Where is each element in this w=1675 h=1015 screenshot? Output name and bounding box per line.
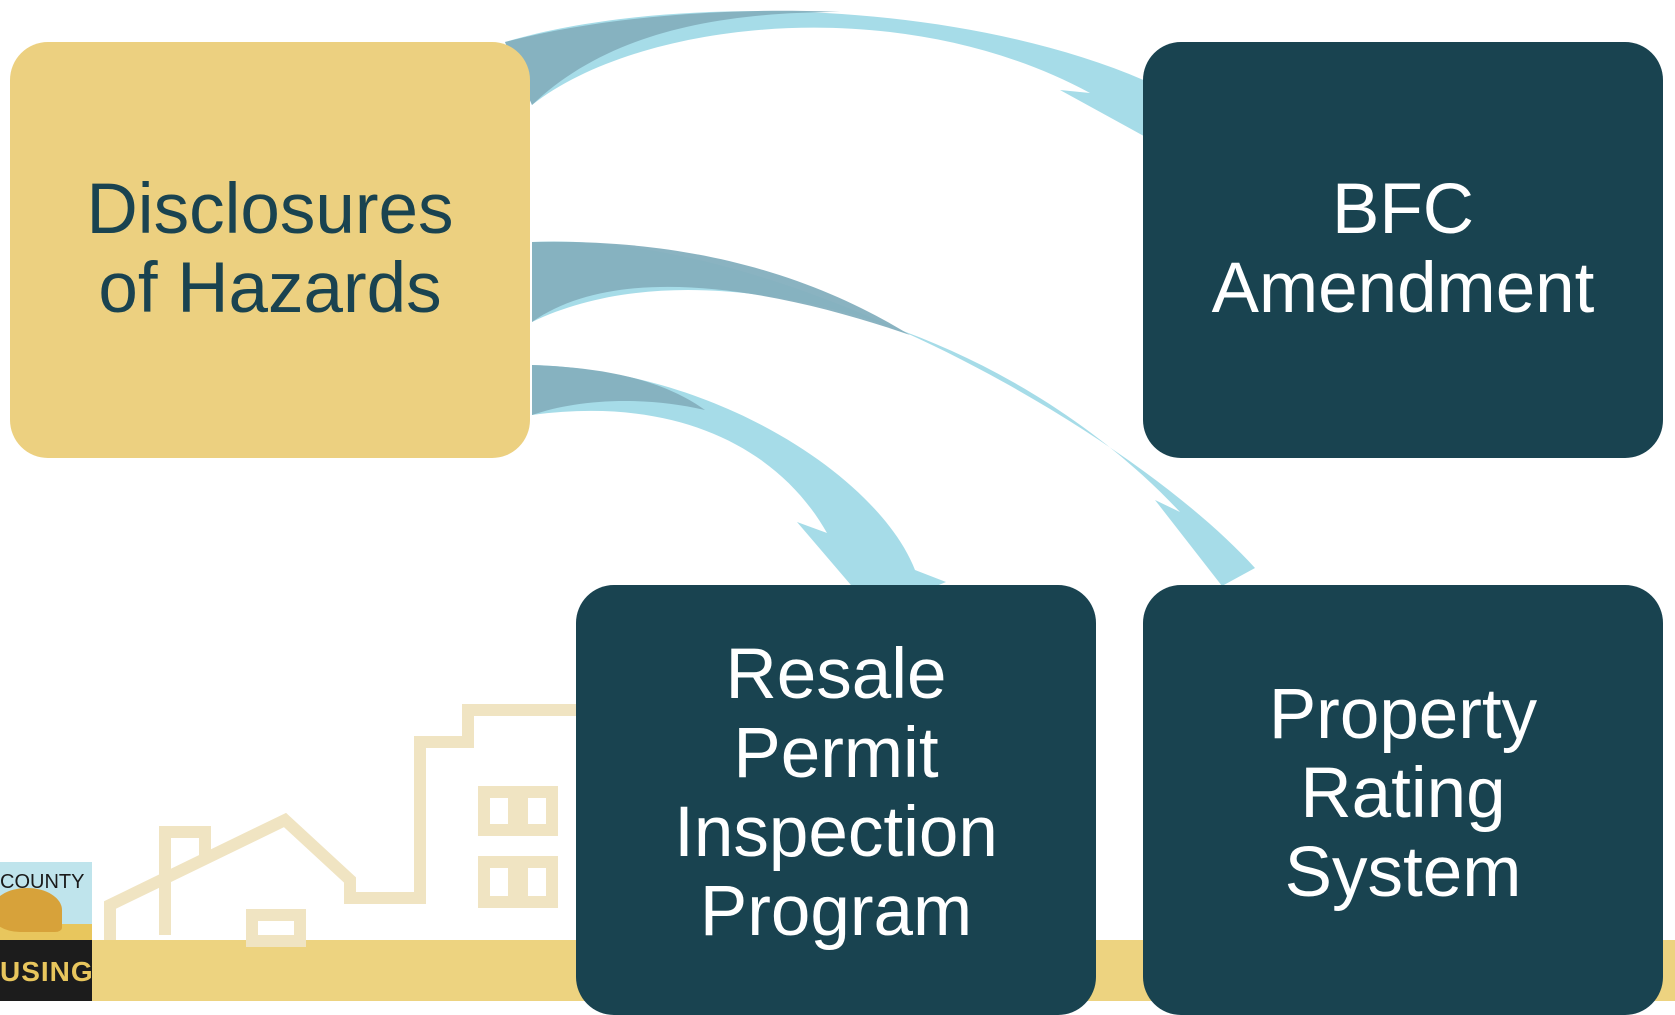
logo-top-text: COUNTY [0,871,85,893]
node-label: BFC Amendment [1211,170,1595,328]
node-property-rating-system: Property Rating System [1143,585,1663,1015]
node-label: Resale Permit Inspection Program [674,635,998,951]
arrow-to-rating-shadow [532,241,910,335]
arrow-to-resale-shadow [532,365,705,415]
node-disclosures-of-hazards: Disclosures of Hazards [10,42,530,458]
node-resale-permit-inspection-program: Resale Permit Inspection Program [576,585,1096,1015]
logo-bottom-text: USING [0,956,92,987]
logo-wave-icon [0,888,62,932]
arrow-to-bfc-shadow [505,10,840,106]
node-label: Property Rating System [1268,675,1538,912]
logo-dark-band [0,940,92,1001]
arrow-to-bfc [505,11,1216,153]
arrow-to-resale [532,365,946,612]
county-housing-safety-logo: COUNTY USING [0,862,92,1001]
node-bfc-amendment: BFC Amendment [1143,42,1663,458]
node-label: Disclosures of Hazards [86,170,454,328]
